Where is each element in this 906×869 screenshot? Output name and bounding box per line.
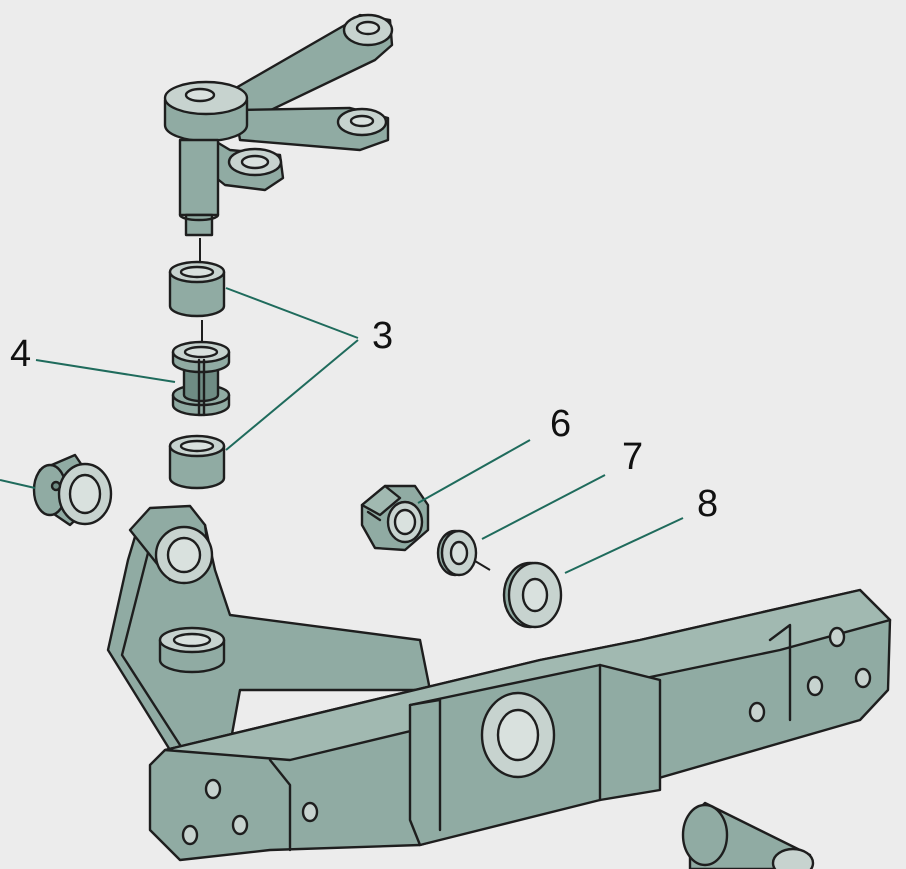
leader-lines bbox=[0, 287, 684, 574]
leader-7 bbox=[481, 474, 606, 540]
callout-7: 7 bbox=[622, 436, 643, 478]
callout-3: 3 bbox=[372, 315, 393, 357]
lower-right-pin bbox=[681, 801, 815, 869]
part-7-washer bbox=[436, 529, 478, 577]
leader-8 bbox=[564, 517, 684, 574]
part-3-upper-spacer bbox=[168, 260, 226, 318]
callout-4: 4 bbox=[10, 333, 31, 375]
callout-6: 6 bbox=[550, 403, 571, 445]
left-bushing bbox=[32, 453, 113, 527]
leader-left-bushing bbox=[0, 479, 36, 489]
part-8-flat-washer bbox=[502, 561, 563, 629]
part-3-lower-spacer bbox=[168, 434, 226, 490]
leader-3-upper bbox=[225, 287, 359, 339]
leader-6 bbox=[417, 439, 531, 504]
steering-lever bbox=[163, 13, 394, 237]
part-6-castle-nut bbox=[360, 484, 430, 552]
leader-4 bbox=[35, 359, 176, 383]
leader-3-lower bbox=[225, 339, 359, 451]
callout-8: 8 bbox=[697, 483, 718, 525]
part-4-split-bushing bbox=[171, 340, 231, 417]
main-beam-frame bbox=[106, 504, 892, 862]
